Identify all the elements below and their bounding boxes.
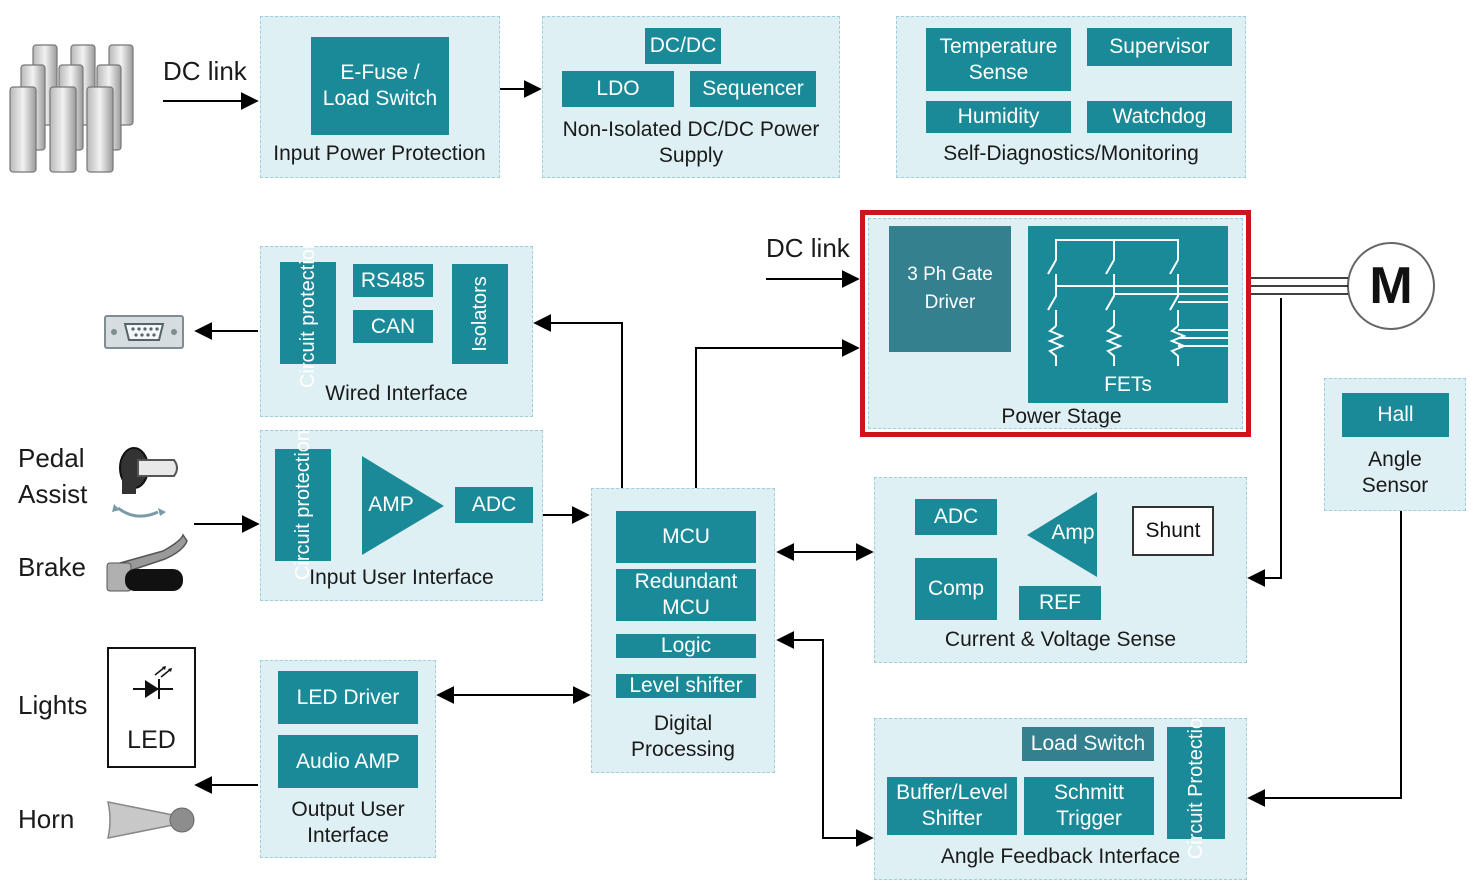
horn-icon bbox=[107, 801, 195, 839]
rs485-block[interactable]: RS485 bbox=[353, 264, 433, 297]
angle-circuit-protection-block[interactable]: Circuit Protection bbox=[1167, 707, 1225, 859]
self-diagnostics-caption: Self-Diagnostics/Monitoring bbox=[943, 142, 1199, 165]
brake-lever-icon bbox=[106, 533, 188, 592]
isolators-block[interactable]: Isolators bbox=[452, 264, 508, 364]
self-diagnostics-group: Temperature Sense Supervisor Humidity Wa… bbox=[896, 16, 1246, 178]
current-voltage-caption: Current & Voltage Sense bbox=[944, 628, 1177, 651]
current-voltage-sense-group: ADC Amp Shunt Comp REF Current & Voltage… bbox=[874, 477, 1247, 663]
battery-pack-icon bbox=[9, 44, 134, 173]
watchdog-block[interactable]: Watchdog bbox=[1087, 101, 1232, 133]
pedal-assist-label: Pedal Assist bbox=[18, 443, 88, 509]
redundant-mcu-block[interactable]: Redundant MCU bbox=[616, 569, 756, 621]
input-user-interface-caption: Input User Interface bbox=[309, 566, 494, 589]
ldo-block[interactable]: LDO bbox=[562, 71, 674, 107]
fets-label: FETs bbox=[1104, 373, 1152, 396]
dc-link-label-top: DC link bbox=[163, 56, 247, 86]
digital-processing-group: MCU Redundant MCU Logic Level shifter Di… bbox=[591, 488, 775, 773]
throttle-grip-icon bbox=[112, 447, 178, 518]
angle-feedback-caption: Angle Feedback Interface bbox=[940, 845, 1181, 868]
sequencer-block[interactable]: Sequencer bbox=[690, 71, 816, 107]
power-supply-group: DC/DC LDO Sequencer Non-Isolated DC/DC P… bbox=[542, 16, 840, 178]
input-amp-label: AMP bbox=[368, 493, 414, 516]
cv-amp-label: Amp bbox=[1051, 521, 1095, 544]
input-user-interface-group: Circuit protection AMP ADC Input User In… bbox=[260, 430, 543, 601]
shunt-block[interactable]: Shunt bbox=[1132, 506, 1214, 556]
hall-block[interactable]: Hall bbox=[1342, 393, 1449, 437]
db9-connector-icon bbox=[104, 315, 184, 349]
led-label: LED bbox=[127, 726, 176, 754]
power-stage-inner: 3 Ph Gate Driver bbox=[868, 218, 1243, 429]
power-stage-group: 3 Ph Gate Driver bbox=[860, 210, 1251, 437]
humidity-block[interactable]: Humidity bbox=[926, 101, 1071, 133]
input-power-protection-group: E-Fuse / Load Switch Input Power Protect… bbox=[260, 16, 500, 178]
angle-sensor-caption: Angle Sensor bbox=[1361, 448, 1429, 497]
cv-adc-block[interactable]: ADC bbox=[915, 499, 997, 535]
load-switch-block[interactable]: Load Switch bbox=[1022, 727, 1154, 761]
buffer-level-shifter-block[interactable]: Buffer/Level Shifter bbox=[887, 777, 1017, 835]
supervisor-block[interactable]: Supervisor bbox=[1087, 28, 1232, 66]
led-box: LED bbox=[107, 647, 196, 768]
wired-interface-group: Circuit protection RS485 CAN Isolators W… bbox=[260, 238, 533, 417]
input-adc-block[interactable]: ADC bbox=[455, 487, 533, 523]
logic-block[interactable]: Logic bbox=[616, 634, 756, 658]
mcu-block[interactable]: MCU bbox=[616, 511, 756, 563]
gate-driver-block[interactable]: 3 Ph Gate Driver bbox=[889, 226, 1011, 352]
motor-label: M bbox=[1369, 257, 1413, 315]
output-user-interface-group: LED Driver Audio AMP Output User Interfa… bbox=[260, 660, 436, 858]
power-supply-caption: Non-Isolated DC/DC Power Supply bbox=[562, 118, 820, 167]
led-driver-block[interactable]: LED Driver bbox=[278, 671, 418, 724]
brake-label: Brake bbox=[18, 552, 86, 582]
schmitt-trigger-block[interactable]: Schmitt Trigger bbox=[1024, 777, 1154, 835]
amp-triangle-icon bbox=[1027, 492, 1097, 577]
dcdc-block[interactable]: DC/DC bbox=[645, 28, 721, 64]
power-stage-caption: Power Stage bbox=[1001, 405, 1122, 428]
wired-circuit-protection-block[interactable]: Circuit protection bbox=[280, 238, 336, 388]
input-circuit-protection-block[interactable]: Circuit protection bbox=[275, 430, 331, 580]
ref-block[interactable]: REF bbox=[1019, 586, 1101, 620]
led-symbol-icon bbox=[133, 666, 173, 699]
fets-block[interactable]: FETs bbox=[1028, 226, 1228, 403]
level-shifter-block[interactable]: Level shifter bbox=[616, 674, 756, 698]
amplifier-triangle-icon bbox=[362, 456, 444, 555]
digital-processing-caption: Digital Processing bbox=[631, 712, 735, 761]
wired-interface-caption: Wired Interface bbox=[325, 382, 468, 405]
fet-bridge-schematic-icon bbox=[1047, 239, 1228, 366]
temperature-sense-block[interactable]: Temperature Sense bbox=[926, 28, 1071, 91]
angle-sensor-group: Hall Angle Sensor bbox=[1324, 378, 1466, 511]
efuse-load-switch-block[interactable]: E-Fuse / Load Switch bbox=[311, 37, 449, 135]
horn-label: Horn bbox=[18, 804, 75, 834]
motor-icon: M bbox=[1347, 242, 1435, 330]
audio-amp-block[interactable]: Audio AMP bbox=[278, 735, 418, 788]
can-block[interactable]: CAN bbox=[353, 310, 433, 343]
comp-block[interactable]: Comp bbox=[915, 558, 997, 620]
angle-feedback-group: Load Switch Buffer/Level Shifter Schmitt… bbox=[874, 707, 1247, 880]
input-power-protection-caption: Input Power Protection bbox=[273, 142, 486, 165]
output-user-interface-caption: Output User Interface bbox=[291, 798, 405, 847]
dc-link-label-mid: DC link bbox=[766, 233, 850, 263]
lights-label: Lights bbox=[18, 690, 88, 720]
